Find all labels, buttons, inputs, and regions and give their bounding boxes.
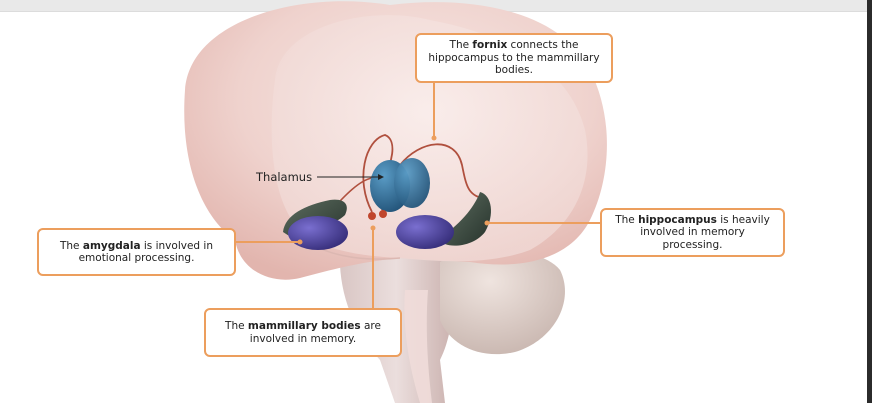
mammillary-leader-dot <box>370 225 376 231</box>
amygdala-right <box>396 215 454 249</box>
hippocampus-callout: The hippocampus is heavily involved in m… <box>600 208 785 257</box>
fornix-arc <box>399 143 483 199</box>
hippocampus-leader-dot <box>484 220 490 226</box>
amygdala-callout: The amygdala is involved in emotional pr… <box>37 228 236 276</box>
hippocampus-right <box>445 192 492 246</box>
hippocampus-callout-text: The hippocampus is heavily involved in m… <box>615 213 770 251</box>
spinal-cord-highlight <box>404 290 432 403</box>
amygdala-callout-text: The amygdala is involved in emotional pr… <box>59 239 213 265</box>
amygdala-left <box>288 216 348 250</box>
window-edge <box>867 0 872 403</box>
mammillary-callout: The mammillary bodies are involved in me… <box>204 308 402 357</box>
cerebellum <box>440 250 565 355</box>
fornix-leader-dot <box>431 135 437 141</box>
mammillary-body-right <box>379 210 387 218</box>
mammillary-body-left <box>368 212 376 220</box>
thalamus-right <box>394 158 430 208</box>
amygdala-leader-dot <box>297 239 303 245</box>
fornix-callout: The fornix connects the hippocampus to t… <box>415 33 613 83</box>
mammillary-callout-text: The mammillary bodies are involved in me… <box>225 320 381 345</box>
thalamus-leader-arrow <box>378 174 384 180</box>
thalamus-label: Thalamus <box>256 170 313 184</box>
fornix-callout-text: The fornix connects the hippocampus to t… <box>428 39 600 77</box>
